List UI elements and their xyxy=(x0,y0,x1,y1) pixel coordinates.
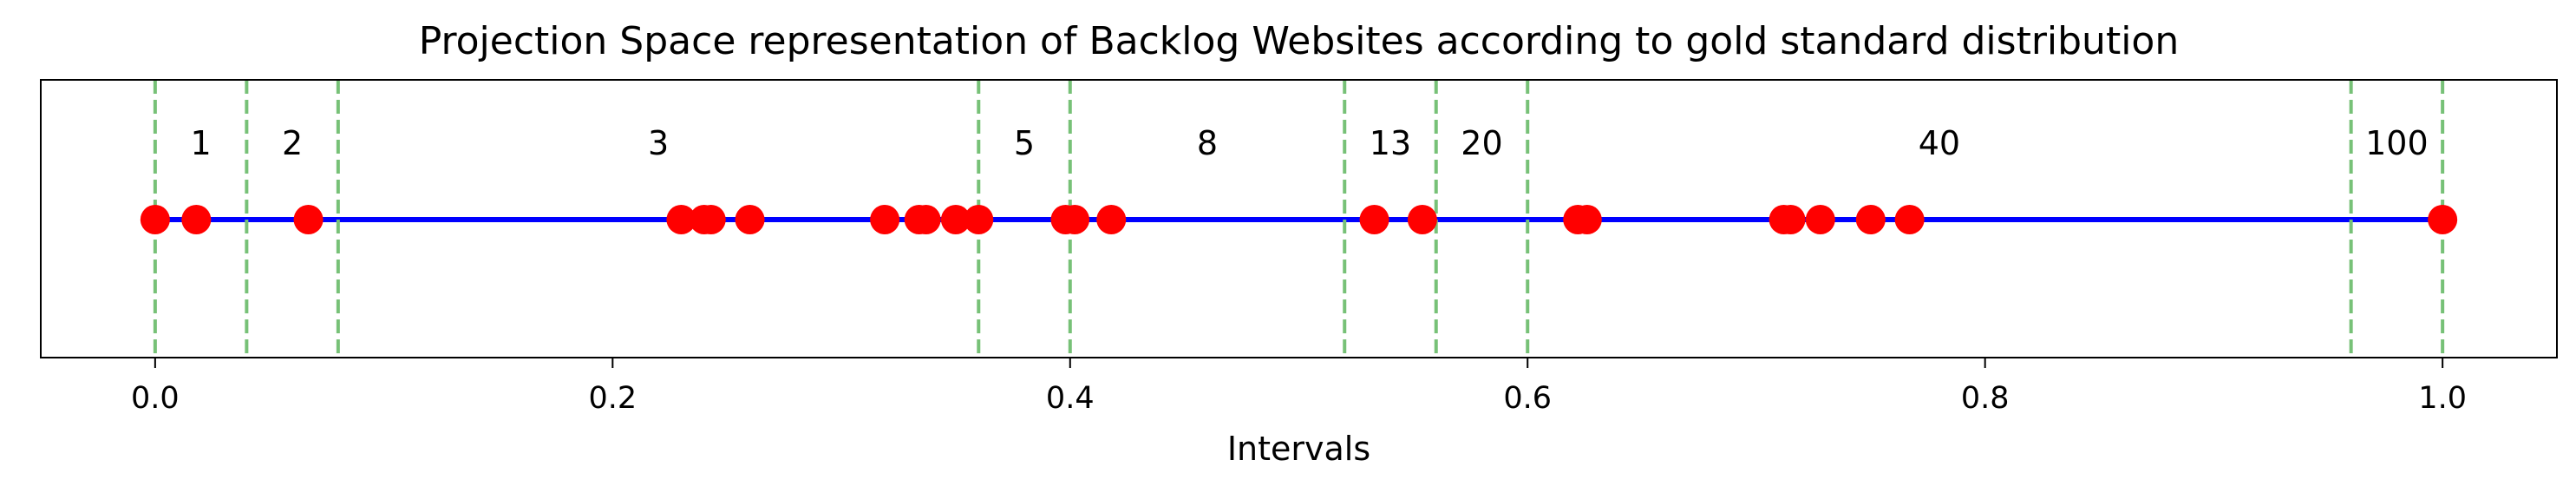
data-point xyxy=(1096,205,1127,234)
data-point xyxy=(1894,205,1925,234)
interval-label: 40 xyxy=(1919,124,1960,162)
x-tick-label: 0.8 xyxy=(1961,381,2010,416)
x-tick-label: 0.6 xyxy=(1503,381,1552,416)
data-point xyxy=(940,205,971,234)
interval-label: 100 xyxy=(2365,124,2429,162)
data-point xyxy=(1359,205,1389,234)
interval-label: 5 xyxy=(1014,124,1035,162)
x-tick-label: 0.2 xyxy=(588,381,637,416)
interval-label: 8 xyxy=(1197,124,1218,162)
data-point xyxy=(696,205,726,234)
x-tick-label: 1.0 xyxy=(2418,381,2467,416)
data-point xyxy=(2428,205,2458,234)
data-point xyxy=(911,205,941,234)
interval-label: 20 xyxy=(1461,124,1502,162)
interval-label: 2 xyxy=(282,124,303,162)
interval-label: 1 xyxy=(191,124,212,162)
data-point xyxy=(293,205,324,234)
data-point xyxy=(666,205,696,234)
plot-area: 1 2 3 5 8 13 20 40 100 xyxy=(140,80,2458,358)
data-point xyxy=(1805,205,1835,234)
x-axis-label: Intervals xyxy=(1227,430,1370,468)
x-tick-label: 0.4 xyxy=(1046,381,1095,416)
data-point xyxy=(140,205,170,234)
data-point xyxy=(735,205,765,234)
plot-frame xyxy=(40,79,2558,358)
data-point xyxy=(1572,205,1602,234)
x-axis: 0.0 0.2 0.4 0.6 0.8 1.0 xyxy=(131,358,2467,416)
data-point xyxy=(1855,205,1886,234)
interval-label: 3 xyxy=(648,124,669,162)
chart-title: Projection Space representation of Backl… xyxy=(419,19,2179,63)
data-point xyxy=(964,205,994,234)
data-point xyxy=(870,205,900,234)
data-point xyxy=(181,205,212,234)
interval-label: 13 xyxy=(1370,124,1411,162)
x-tick-label: 0.0 xyxy=(131,381,180,416)
data-point xyxy=(1775,205,1806,234)
data-point xyxy=(1407,205,1437,234)
data-point xyxy=(1060,205,1090,234)
